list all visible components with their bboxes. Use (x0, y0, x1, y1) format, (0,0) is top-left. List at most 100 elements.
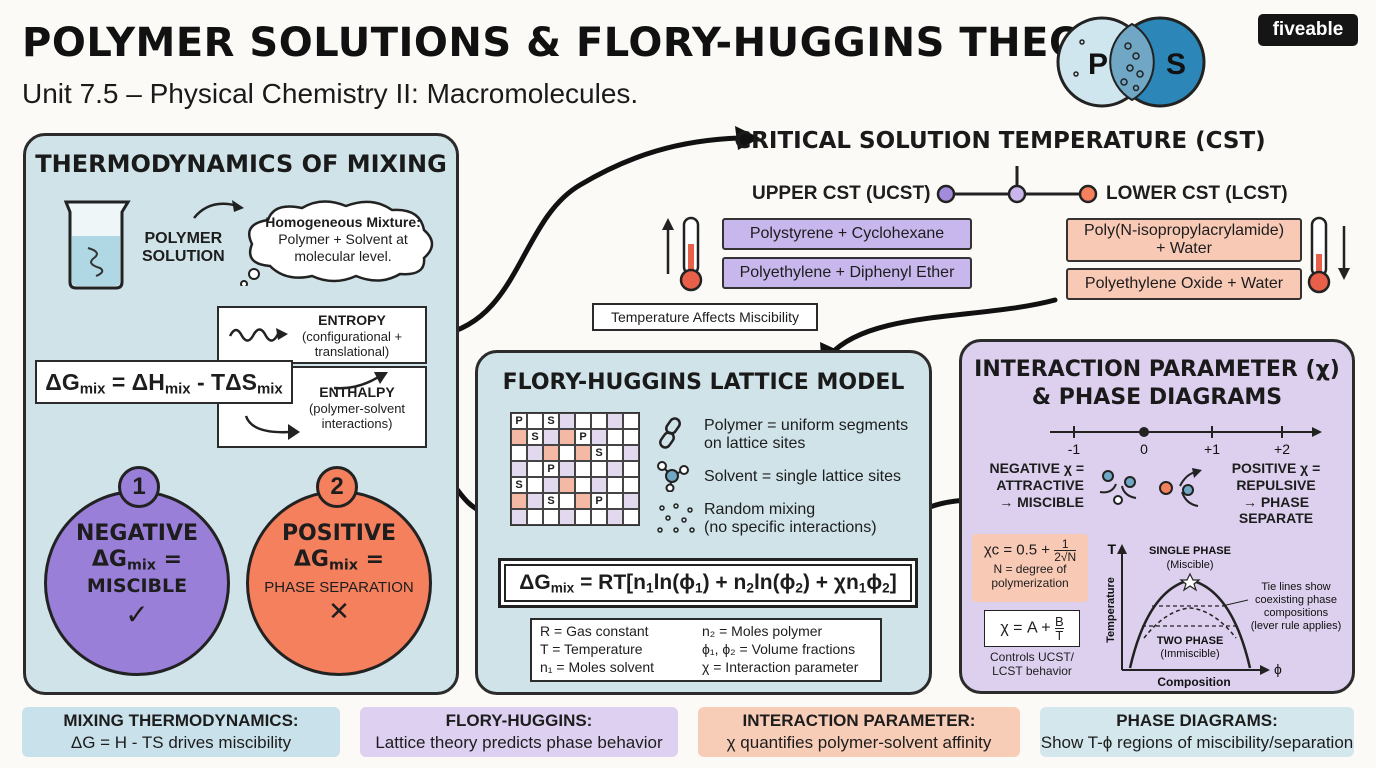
lattice-cell (527, 509, 543, 525)
two-phase-label: TWO PHASE (1157, 635, 1224, 647)
lattice-cell: S (591, 445, 607, 461)
thermometer-up-icon (662, 216, 703, 292)
negative-chi-text: NEGATIVE χ = ATTRACTIVE → MISCIBLE (989, 460, 1084, 510)
lattice-cell (527, 413, 543, 429)
lattice-cell: P (511, 413, 527, 429)
thermodynamics-title: THERMODYNAMICS OF MIXING (35, 150, 447, 178)
lattice-cell (575, 493, 591, 509)
random-mixing-legend-text: Random mixing (no specific interactions) (704, 501, 877, 536)
lattice-cell (607, 461, 623, 477)
homogeneous-mixture-text: Homogeneous Mixture: Polymer + Solvent a… (265, 214, 421, 264)
positive-dg-phase-separation-circle: POSITIVE ΔGmix = PHASE SEPARATION ✕ (246, 490, 432, 676)
flory-huggins-equation-box: ΔGmix = RT[n1ln(ϕ1) + n2ln(ϕ2) + χn1ϕ2] (498, 558, 918, 608)
step-1-badge: 1 (118, 466, 160, 508)
tie-lines-note-3: compositions (1264, 607, 1329, 619)
tick-minus-1: -1 (1068, 441, 1081, 457)
polymer-solvent-venn-icon: P S (1056, 16, 1206, 108)
lattice-cell (527, 493, 543, 509)
lattice-cell (623, 429, 639, 445)
lattice-cell (623, 461, 639, 477)
enthalpy-box: ENTHALPY (polymer-solvent interactions) (217, 366, 427, 448)
single-phase-label: SINGLE PHASE (1149, 545, 1231, 557)
t-axis-label: T (1107, 541, 1116, 557)
curved-arrow-icon (193, 200, 244, 219)
polymer-legend-text: Polymer = uniform segments on lattice si… (704, 417, 909, 452)
checkmark-icon: ✓ (125, 597, 149, 631)
footer-phase-diagrams: PHASE DIAGRAMS: Show T-ϕ regions of misc… (1040, 707, 1354, 757)
lattice-cell (623, 493, 639, 509)
lattice-cell: P (591, 493, 607, 509)
chi-number-line: -1 0 +1 +2 (1050, 426, 1322, 457)
arrow-to-flory (827, 297, 1058, 358)
positive-chi-text: POSITIVE χ = REPULSIVE → PHASE SEPARATE (1231, 460, 1321, 527)
footer-mixing-thermodynamics: MIXING THERMODYNAMICS: ΔG = H - TS drive… (22, 707, 340, 757)
lattice-cell (559, 461, 575, 477)
lattice-cell (623, 509, 639, 525)
lattice-cell (623, 445, 639, 461)
single-phase-sub: (Miscible) (1166, 559, 1213, 571)
footer-interaction-parameter: INTERACTION PARAMETER: χ quantifies poly… (698, 707, 1020, 757)
lattice-cell (575, 477, 591, 493)
lattice-cell (559, 445, 575, 461)
lcst-label: LOWER CST (LCST) (1106, 183, 1288, 204)
enthalpy-curve-arrow-icon (333, 372, 388, 390)
lattice-cell: S (511, 477, 527, 493)
lattice-cell (623, 477, 639, 493)
lattice-cell (575, 509, 591, 525)
footer-flory-huggins: FLORY-HUGGINS: Lattice theory predicts p… (360, 707, 678, 757)
lattice-cell (527, 445, 543, 461)
tie-lines-note-1: Tie lines show (1261, 581, 1330, 593)
cross-icon: ✕ (328, 597, 350, 628)
molecule-icon (657, 461, 689, 492)
temperature-miscibility-note: Temperature Affects Miscibility (592, 303, 818, 331)
tick-0: 0 (1140, 441, 1148, 457)
ucst-lcst-connector-icon (936, 166, 1098, 204)
solvent-legend-text: Solvent = single lattice sites (704, 468, 901, 485)
entropy-box: ENTROPY (configurational + translational… (217, 306, 427, 364)
random-dots-icon (657, 503, 695, 533)
enthalpy-down-arrow-icon (244, 415, 300, 440)
lattice-cell (543, 509, 559, 525)
lattice-cell (591, 477, 607, 493)
icon-s-letter: S (1166, 48, 1186, 81)
lattice-cell (527, 477, 543, 493)
lattice-cell (559, 477, 575, 493)
lattice-cell: S (543, 493, 559, 509)
interaction-parameter-title: INTERACTION PARAMETER (χ) & PHASE DIAGRA… (974, 357, 1340, 410)
lattice-cell (559, 413, 575, 429)
beaker-icon (63, 200, 131, 290)
lattice-cell (591, 461, 607, 477)
lcst-example-2: Polyethylene Oxide + Water (1066, 268, 1302, 300)
lattice-cell (623, 413, 639, 429)
ucst-example-1: Polystyrene + Cyclohexane (722, 218, 972, 250)
fiveable-logo: fiveable (1258, 14, 1358, 46)
lattice-cell (543, 477, 559, 493)
lattice-cell (591, 429, 607, 445)
page-subtitle: Unit 7.5 – Physical Chemistry II: Macrom… (22, 78, 639, 109)
lattice-cell (607, 429, 623, 445)
wavy-arrow-icon (228, 328, 288, 342)
negative-dg-miscible-circle: NEGATIVE ΔGmix = MISCIBLE ✓ (44, 490, 230, 676)
lattice-cell: P (575, 429, 591, 445)
icon-p-letter: P (1088, 48, 1108, 81)
lattice-cell (575, 461, 591, 477)
lattice-cell (511, 461, 527, 477)
lattice-cell (607, 445, 623, 461)
lattice-cell: S (543, 413, 559, 429)
lattice-cell (607, 477, 623, 493)
tie-lines-note-4: (lever rule applies) (1251, 620, 1341, 632)
lattice-cell: S (527, 429, 543, 445)
gibbs-equation-box: ΔGmix = ΔHmix - TΔSmix (35, 360, 293, 404)
lattice-cell (559, 509, 575, 525)
lattice-cell (575, 445, 591, 461)
attractive-molecules-icon (1099, 470, 1137, 505)
lattice-cell (511, 429, 527, 445)
tick-plus-1: +1 (1204, 441, 1220, 457)
cst-title: CRITICAL SOLUTION TEMPERATURE (CST) (734, 128, 1266, 154)
flory-huggins-title: FLORY-HUGGINS LATTICE MODEL (502, 370, 905, 395)
tick-plus-2: +2 (1274, 441, 1290, 457)
ucst-label: UPPER CST (UCST) (752, 183, 931, 204)
lattice-cell (591, 509, 607, 525)
phi-axis-label: ϕ (1274, 661, 1282, 677)
